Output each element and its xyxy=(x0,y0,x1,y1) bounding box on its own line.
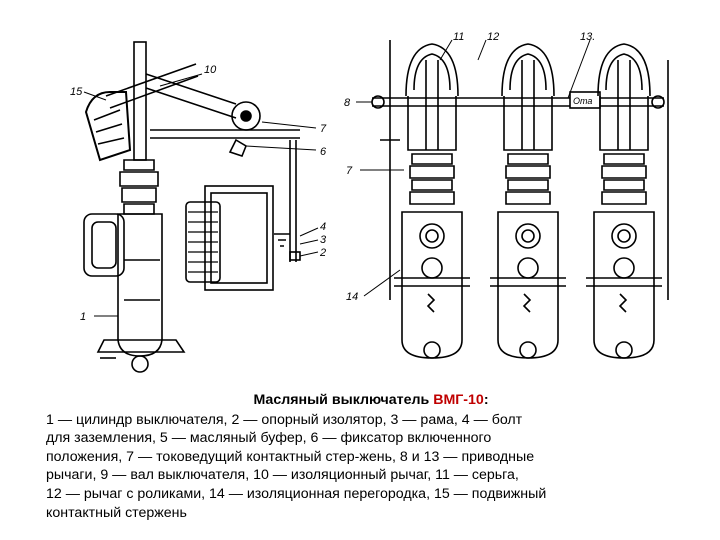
breaker-pole xyxy=(586,43,662,359)
caption-line: контактный стержень xyxy=(46,504,187,521)
caption-title-model: ВМГ-10 xyxy=(433,392,484,408)
figure-caption: Масляный выключатель ВМГ-10: 1 — цилиндр… xyxy=(46,391,696,522)
callout-4: 4 xyxy=(320,221,326,233)
side-view-leaders xyxy=(83,73,319,317)
caption-line: рычаги, 9 — вал выключателя, 10 — изоляц… xyxy=(46,467,519,484)
callout-15: 15 xyxy=(70,86,83,98)
callout-8: 8 xyxy=(344,97,351,109)
side-view xyxy=(83,41,301,373)
callout-10: 10 xyxy=(204,64,217,76)
callout-14: 14 xyxy=(346,291,358,303)
breaker-pole xyxy=(394,43,470,359)
callout-2: 2 xyxy=(319,247,326,259)
callout-7-left: 7 xyxy=(320,123,327,135)
caption-line: 1 — цилиндр выключателя, 2 — опорный изо… xyxy=(46,411,523,428)
callout-1: 1 xyxy=(80,311,86,323)
caption-title-prefix: Масляный выключатель xyxy=(253,392,434,408)
plate-label: Ота xyxy=(573,96,592,106)
caption-title-suffix: : xyxy=(483,392,489,408)
front-view-leaders xyxy=(356,39,591,297)
caption-line: 12 — рычаг с роликами, 14 — изоляционная… xyxy=(46,485,547,502)
caption-line: для заземления, 5 — масляный буфер, 6 — … xyxy=(46,430,492,447)
callout-12: 12 xyxy=(487,31,499,43)
caption-line: положения, 7 — токоведущий контактный ст… xyxy=(46,448,535,465)
breaker-pole xyxy=(490,43,566,359)
callout-3: 3 xyxy=(320,234,327,246)
callout-7-right: 7 xyxy=(346,165,353,177)
breaker-drawing: 10 15 7 6 4 3 2 1 Ота 11 12 13. 8 7 14 xyxy=(70,31,669,373)
callout-13: 13. xyxy=(580,31,595,43)
callout-6: 6 xyxy=(320,146,327,158)
caption-title: Масляный выключатель ВМГ-10: xyxy=(46,391,696,410)
pole-group xyxy=(394,43,662,359)
callout-11: 11 xyxy=(453,31,464,43)
